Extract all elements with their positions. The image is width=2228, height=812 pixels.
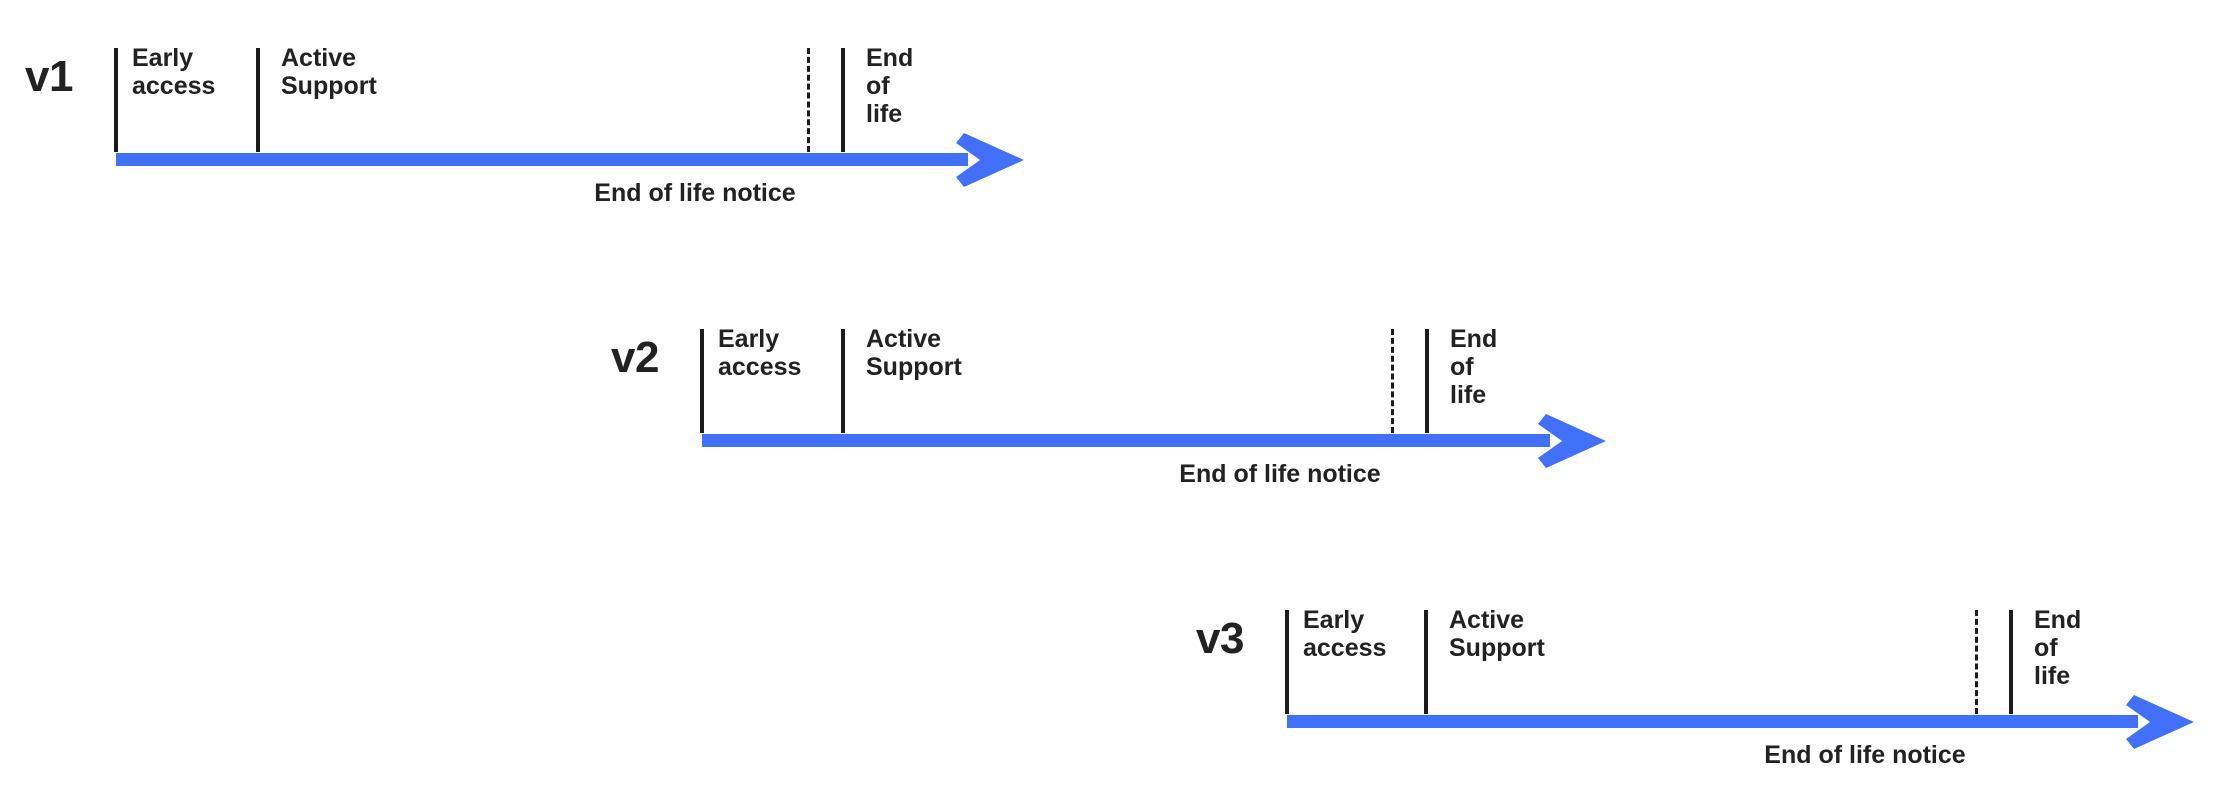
lifecycle-bar-v3 <box>1287 715 2138 728</box>
phase-divider-end-of-life-v3 <box>2009 610 2013 714</box>
phase-label-active-support-v2: Active Support <box>866 325 962 381</box>
phase-divider-end-of-life-v2 <box>1425 329 1429 433</box>
lifecycle-bar-v1 <box>116 153 968 166</box>
phase-divider-end-of-life-v1 <box>841 48 845 152</box>
phase-divider-active-support-v2 <box>841 329 845 433</box>
version-label-v1: v1 <box>25 52 73 101</box>
lifecycle-bar-v2 <box>702 434 1550 447</box>
phase-divider-active-support-v1 <box>256 48 260 152</box>
phase-label-early-access-v1: Early access <box>132 44 216 100</box>
phase-divider-start-v3 <box>1285 610 1289 714</box>
phase-divider-active-support-v3 <box>1424 610 1428 714</box>
phase-label-active-support-v3: Active Support <box>1449 606 1545 662</box>
end-of-life-notice-marker-v2 <box>1391 329 1394 433</box>
end-of-life-notice-marker-v1 <box>807 48 810 152</box>
arrow-right-icon-v1 <box>956 133 1024 187</box>
phase-label-end-of-life-v1: End of life <box>866 44 914 128</box>
end-of-life-notice-marker-v3 <box>1975 610 1978 714</box>
phase-label-end-of-life-v3: End of life <box>2034 606 2082 690</box>
version-label-v2: v2 <box>611 333 659 382</box>
end-of-life-notice-label-v3: End of life notice <box>1764 741 1966 769</box>
phase-divider-start-v2 <box>700 329 704 433</box>
phase-label-active-support-v1: Active Support <box>281 44 377 100</box>
arrow-right-icon-v3 <box>2126 695 2194 749</box>
version-label-v3: v3 <box>1196 614 1244 663</box>
end-of-life-notice-label-v2: End of life notice <box>1179 460 1381 488</box>
phase-label-end-of-life-v2: End of life <box>1450 325 1498 409</box>
phase-divider-start-v1 <box>114 48 118 152</box>
end-of-life-notice-label-v1: End of life notice <box>594 179 796 207</box>
arrow-right-icon-v2 <box>1538 414 1606 468</box>
phase-label-early-access-v2: Early access <box>718 325 802 381</box>
phase-label-early-access-v3: Early access <box>1303 606 1387 662</box>
